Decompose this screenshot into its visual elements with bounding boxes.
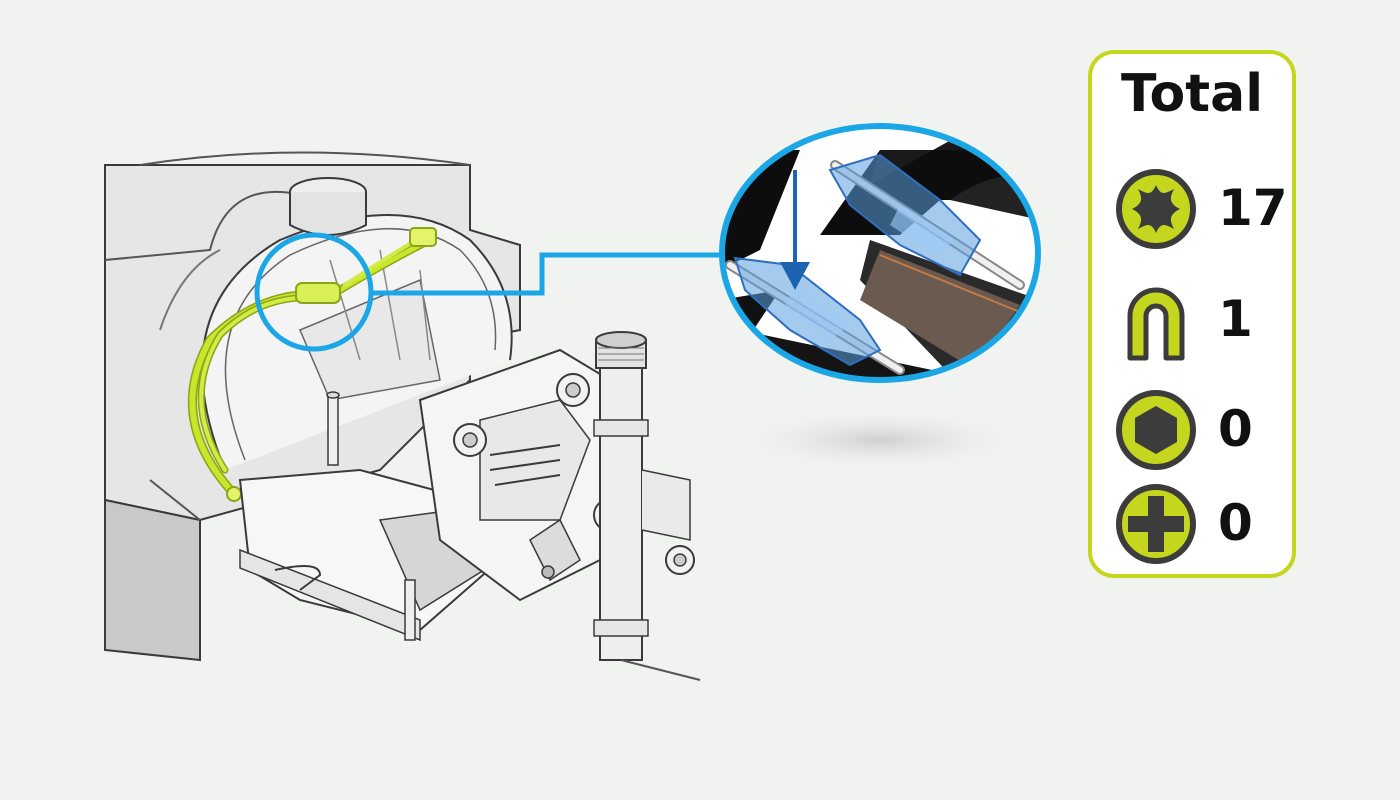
torx-count: 17 bbox=[1218, 179, 1288, 237]
hex-screw-icon bbox=[1116, 390, 1196, 470]
clip-count: 1 bbox=[1218, 290, 1253, 348]
phillips-screw-icon bbox=[1116, 484, 1196, 564]
outlet-pipe bbox=[593, 331, 701, 681]
oil-cap bbox=[289, 177, 367, 236]
list-item-phillips: 0 bbox=[1092, 482, 1292, 572]
phillips-count: 0 bbox=[1218, 494, 1253, 552]
highlighted-wires bbox=[188, 227, 437, 502]
connector-closeup bbox=[719, 123, 1041, 383]
torx-screw-icon bbox=[1116, 169, 1196, 249]
u-clip-icon bbox=[1127, 287, 1185, 361]
callout-leader bbox=[254, 232, 722, 352]
list-item-hex: 0 bbox=[1092, 388, 1292, 478]
list-item-clip: 1 bbox=[1092, 278, 1292, 368]
callout-shadow bbox=[730, 408, 1030, 472]
list-item-torx: 17 bbox=[1092, 167, 1292, 257]
parts-total-panel: Total 17 1 0 0 bbox=[1088, 50, 1296, 578]
panel-title: Total bbox=[1120, 64, 1264, 124]
hex-count: 0 bbox=[1218, 400, 1253, 458]
